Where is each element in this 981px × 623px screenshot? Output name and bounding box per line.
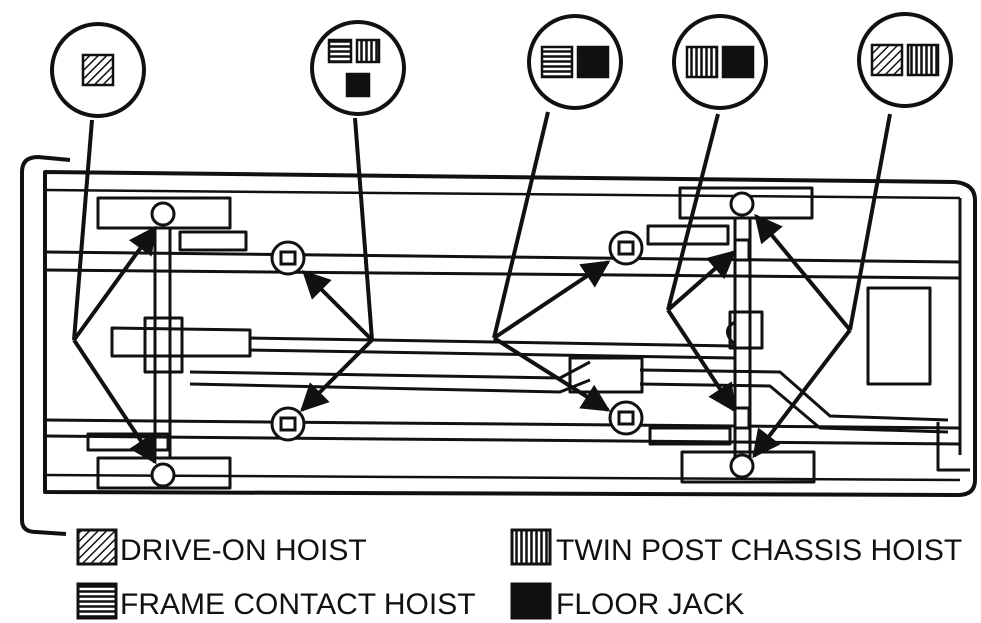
callout-rear-wheels [857,12,953,108]
vertical-hatch-symbol [355,38,381,64]
solid-symbol [721,45,755,79]
body-outline [43,170,977,497]
vertical-hatch-symbol [906,43,940,77]
solid-symbol [345,72,371,98]
floor-jack-swatch [510,582,552,620]
frame-contact-swatch [76,582,118,620]
front-axle [153,228,172,458]
lift-point-rear-upper-axle [733,238,751,262]
solid-symbol [576,45,610,79]
vertical-hatch-symbol [685,45,719,79]
fuel-tank [866,286,932,386]
legend-item-floor-jack: FLOOR JACK [510,582,744,621]
callout-rear-frame [527,14,623,110]
vehicle-underbody [20,155,977,536]
upper-frame-rail [44,250,961,280]
lower-frame-rail [44,418,961,446]
drive-on-swatch [76,528,118,566]
callout-rear-axle [672,14,768,110]
callout-circle [672,14,768,110]
front-upper-pad [96,196,232,230]
legend-item-frame-contact: FRAME CONTACT HOIST [76,582,476,621]
horizontal-hatch-symbol [540,45,574,79]
diagonal-hatch-symbol [870,43,904,77]
drive-on-label: DRIVE-ON HOIST [120,534,367,567]
front-lower-pad [96,456,232,490]
lift-points [150,191,755,488]
legend-item-twin-post: TWIN POST CHASSIS HOIST [510,528,962,567]
twin-post-label: TWIN POST CHASSIS HOIST [556,534,962,567]
front-upper-pad-inner [178,230,248,252]
lift-point-front-upper-wheel [150,201,176,227]
frame-contact-label: FRAME CONTACT HOIST [120,588,476,621]
legend: DRIVE-ON HOIST TWIN POST CHASSIS HOIST F… [76,528,962,621]
diagonal-hatch-symbol [81,53,115,87]
front-lower-pad-inner [86,432,170,452]
floor-jack-label: FLOOR JACK [556,588,744,621]
lift-point-rear-lower-axle [733,406,751,430]
callout-circle [857,12,953,108]
horizontal-hatch-symbol [327,38,353,64]
callout-lines [72,111,892,465]
callout-bubbles [50,12,953,118]
rear-lower-pad-inner [648,426,732,446]
twin-post-swatch [510,528,552,566]
lift-point-front-lower-wheel [150,462,176,488]
rear-lower-pad [680,450,816,484]
rear-bumper [936,198,970,472]
callout-circle [310,20,406,116]
callout-front-frame [310,20,406,116]
drive-shaft [110,326,252,358]
legend-item-drive-on: DRIVE-ON HOIST [76,528,367,567]
exhaust [189,360,591,394]
front-bumper [20,155,71,536]
rear-upper-pad [678,186,814,220]
lift-point-rear-upper-wheel [729,191,755,217]
muffler [568,356,644,394]
lift-point-rear-lower-wheel [729,453,755,479]
callout-front-wheels [50,22,146,118]
callout-circle [527,14,623,110]
